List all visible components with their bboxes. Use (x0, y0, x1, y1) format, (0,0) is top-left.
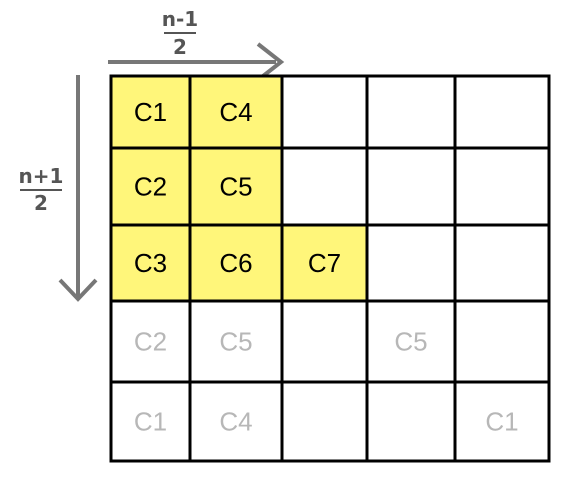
cell-label: C3 (134, 248, 167, 278)
left-fraction-label: n+1 2 (19, 164, 64, 215)
cell-label: C2 (134, 327, 167, 357)
cell-label: C5 (219, 172, 252, 202)
grid-lines (109, 74, 551, 463)
grid-highlight-layer (111, 76, 367, 301)
highlight-cell (190, 148, 282, 225)
horizontal-arrow-head (256, 42, 285, 82)
cell-label: C1 (134, 407, 167, 437)
cell-label: C4 (219, 97, 252, 127)
left-fraction-numerator: n+1 (19, 164, 64, 188)
cell-label: C5 (394, 327, 427, 357)
highlight-cell (282, 225, 367, 301)
cell-label: C6 (219, 248, 252, 278)
cell-label: C2 (134, 172, 167, 202)
cell-label: C1 (485, 407, 518, 437)
cell-label: C5 (219, 327, 252, 357)
highlight-cell (190, 225, 282, 301)
cell-label: C1 (134, 97, 167, 127)
cell-label: C4 (219, 407, 252, 437)
top-fraction-label: n-1 2 (162, 7, 198, 59)
left-fraction-denominator: 2 (34, 191, 48, 215)
highlight-cell (190, 76, 282, 148)
highlight-cell (111, 148, 190, 225)
horizontal-arrow (108, 42, 285, 82)
vertical-arrow-head (58, 278, 98, 302)
top-fraction-denominator: 2 (173, 35, 187, 59)
cell-label: C7 (308, 248, 341, 278)
highlight-cell (111, 76, 190, 148)
top-fraction-numerator: n-1 (162, 7, 198, 31)
vertical-arrow (58, 75, 98, 302)
highlight-cell (111, 225, 190, 301)
